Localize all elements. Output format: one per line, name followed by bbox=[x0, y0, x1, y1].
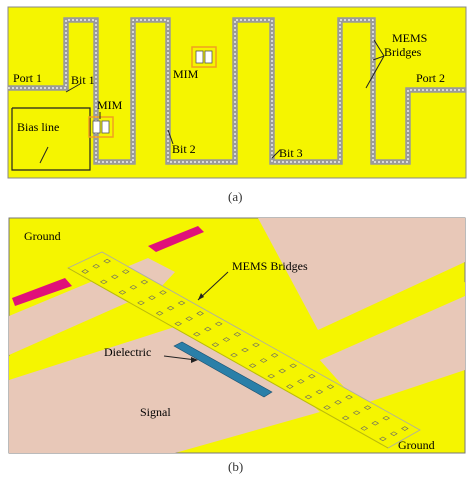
mems-hole bbox=[352, 410, 361, 416]
bias-line-label: Bias line bbox=[17, 120, 59, 134]
mems-hole bbox=[196, 311, 204, 316]
signal-label: Signal bbox=[140, 405, 171, 419]
mems-hole bbox=[185, 316, 193, 321]
mems-hole bbox=[118, 290, 127, 295]
mems-hole bbox=[341, 415, 350, 421]
mems-hole bbox=[137, 300, 145, 306]
dielectric-arrowhead bbox=[191, 357, 198, 363]
mems-hole bbox=[233, 332, 242, 337]
mim-capacitor-top bbox=[191, 46, 217, 68]
mems-hole bbox=[326, 384, 335, 389]
mems-hole bbox=[334, 400, 342, 405]
mems-hole bbox=[193, 331, 201, 337]
mems-hole bbox=[304, 394, 313, 400]
mems-hole bbox=[323, 405, 331, 410]
mems-hole bbox=[382, 415, 390, 421]
mems-hole bbox=[307, 373, 316, 379]
mems-hole bbox=[297, 379, 305, 384]
mems-hole bbox=[81, 269, 89, 274]
mems-hole bbox=[155, 311, 164, 316]
port2-label: Port 2 bbox=[416, 71, 445, 85]
mems-hole bbox=[166, 305, 175, 311]
mems-hole bbox=[214, 321, 223, 327]
mems-bridge-holes bbox=[81, 258, 409, 442]
mems-hole bbox=[315, 389, 324, 395]
mems-hole bbox=[252, 342, 260, 348]
mems-hole bbox=[379, 436, 387, 442]
ground-top-label: Ground bbox=[24, 229, 61, 243]
mems-hole bbox=[211, 342, 220, 347]
mems-hole bbox=[278, 368, 286, 374]
mems-pointer-2 bbox=[372, 55, 385, 61]
dielectric-label: Dielectric bbox=[104, 345, 151, 359]
mems-hole bbox=[174, 321, 183, 327]
meander-line-center bbox=[8, 19, 466, 163]
mems-hole bbox=[177, 300, 186, 306]
mems-hole bbox=[390, 431, 398, 436]
mems-hole bbox=[371, 420, 380, 426]
mems-hole bbox=[103, 258, 111, 264]
mems-bridges-label: MEMS Bridges bbox=[232, 259, 308, 273]
mems-hole bbox=[140, 279, 149, 285]
panel-b: Ground MEMS Bridges Dielectric Signal Gr… bbox=[8, 217, 466, 474]
bit3-pointer bbox=[271, 149, 281, 159]
mems-hole bbox=[230, 352, 238, 358]
mems-hole bbox=[121, 269, 130, 274]
ground-bottom-label: Ground bbox=[398, 438, 435, 452]
bias-line-magenta-upper bbox=[148, 226, 204, 252]
mim-capacitor-left bbox=[88, 116, 114, 138]
mems-hole bbox=[360, 426, 369, 431]
mems-hole bbox=[204, 326, 212, 332]
mems-hole bbox=[286, 384, 294, 389]
mems-hole bbox=[110, 274, 119, 280]
mim-top-label: MIM bbox=[173, 67, 199, 81]
mems-hole bbox=[270, 353, 279, 358]
mems-hole bbox=[345, 394, 353, 400]
mems-hole bbox=[241, 347, 249, 353]
mems-bridge-edge bbox=[67, 267, 389, 449]
mems-pointer-3 bbox=[365, 55, 385, 89]
caption-a: (a) bbox=[228, 189, 242, 204]
mems-hole bbox=[159, 290, 167, 295]
dielectric-arrow bbox=[163, 355, 197, 361]
mems-pointer-1 bbox=[373, 39, 385, 57]
mems-hole bbox=[363, 405, 372, 410]
port1-label: Port 1 bbox=[13, 71, 42, 85]
bit2-pointer bbox=[167, 129, 174, 145]
panel-a: Port 1 Bit 1 MIM MIM Bias line Bit 2 Bit… bbox=[7, 6, 467, 204]
mim-left-label: MIM bbox=[97, 98, 123, 112]
mems-hole bbox=[259, 358, 268, 363]
mems-label-line1: MEMS bbox=[392, 31, 427, 45]
bit1-pointer bbox=[65, 83, 81, 93]
mems-bridges-arrow bbox=[197, 271, 229, 301]
mems-hole bbox=[267, 373, 276, 379]
mems-label-line2: Bridges bbox=[384, 45, 422, 59]
mems-hole bbox=[222, 337, 231, 342]
bias-line-trace bbox=[11, 107, 91, 171]
mems-hole bbox=[401, 426, 409, 431]
mems-hole bbox=[129, 284, 138, 290]
ground-plane-top-right bbox=[258, 218, 465, 330]
bit2-label: Bit 2 bbox=[172, 142, 196, 156]
caption-b: (b) bbox=[228, 459, 243, 474]
dielectric-layer bbox=[173, 341, 273, 398]
mems-hole bbox=[289, 363, 297, 369]
mems-bridges-arrowhead bbox=[198, 293, 204, 300]
bit3-label: Bit 3 bbox=[279, 146, 303, 160]
mems-hole bbox=[92, 264, 100, 269]
mems-hole bbox=[148, 295, 156, 300]
ground-plane-lower-right bbox=[318, 295, 465, 405]
mems-hole bbox=[100, 279, 108, 285]
mems-hole bbox=[248, 363, 257, 368]
bias-line-pointer bbox=[39, 146, 49, 164]
bias-line-magenta-lower bbox=[12, 278, 72, 306]
bit1-label: Bit 1 bbox=[71, 73, 95, 87]
